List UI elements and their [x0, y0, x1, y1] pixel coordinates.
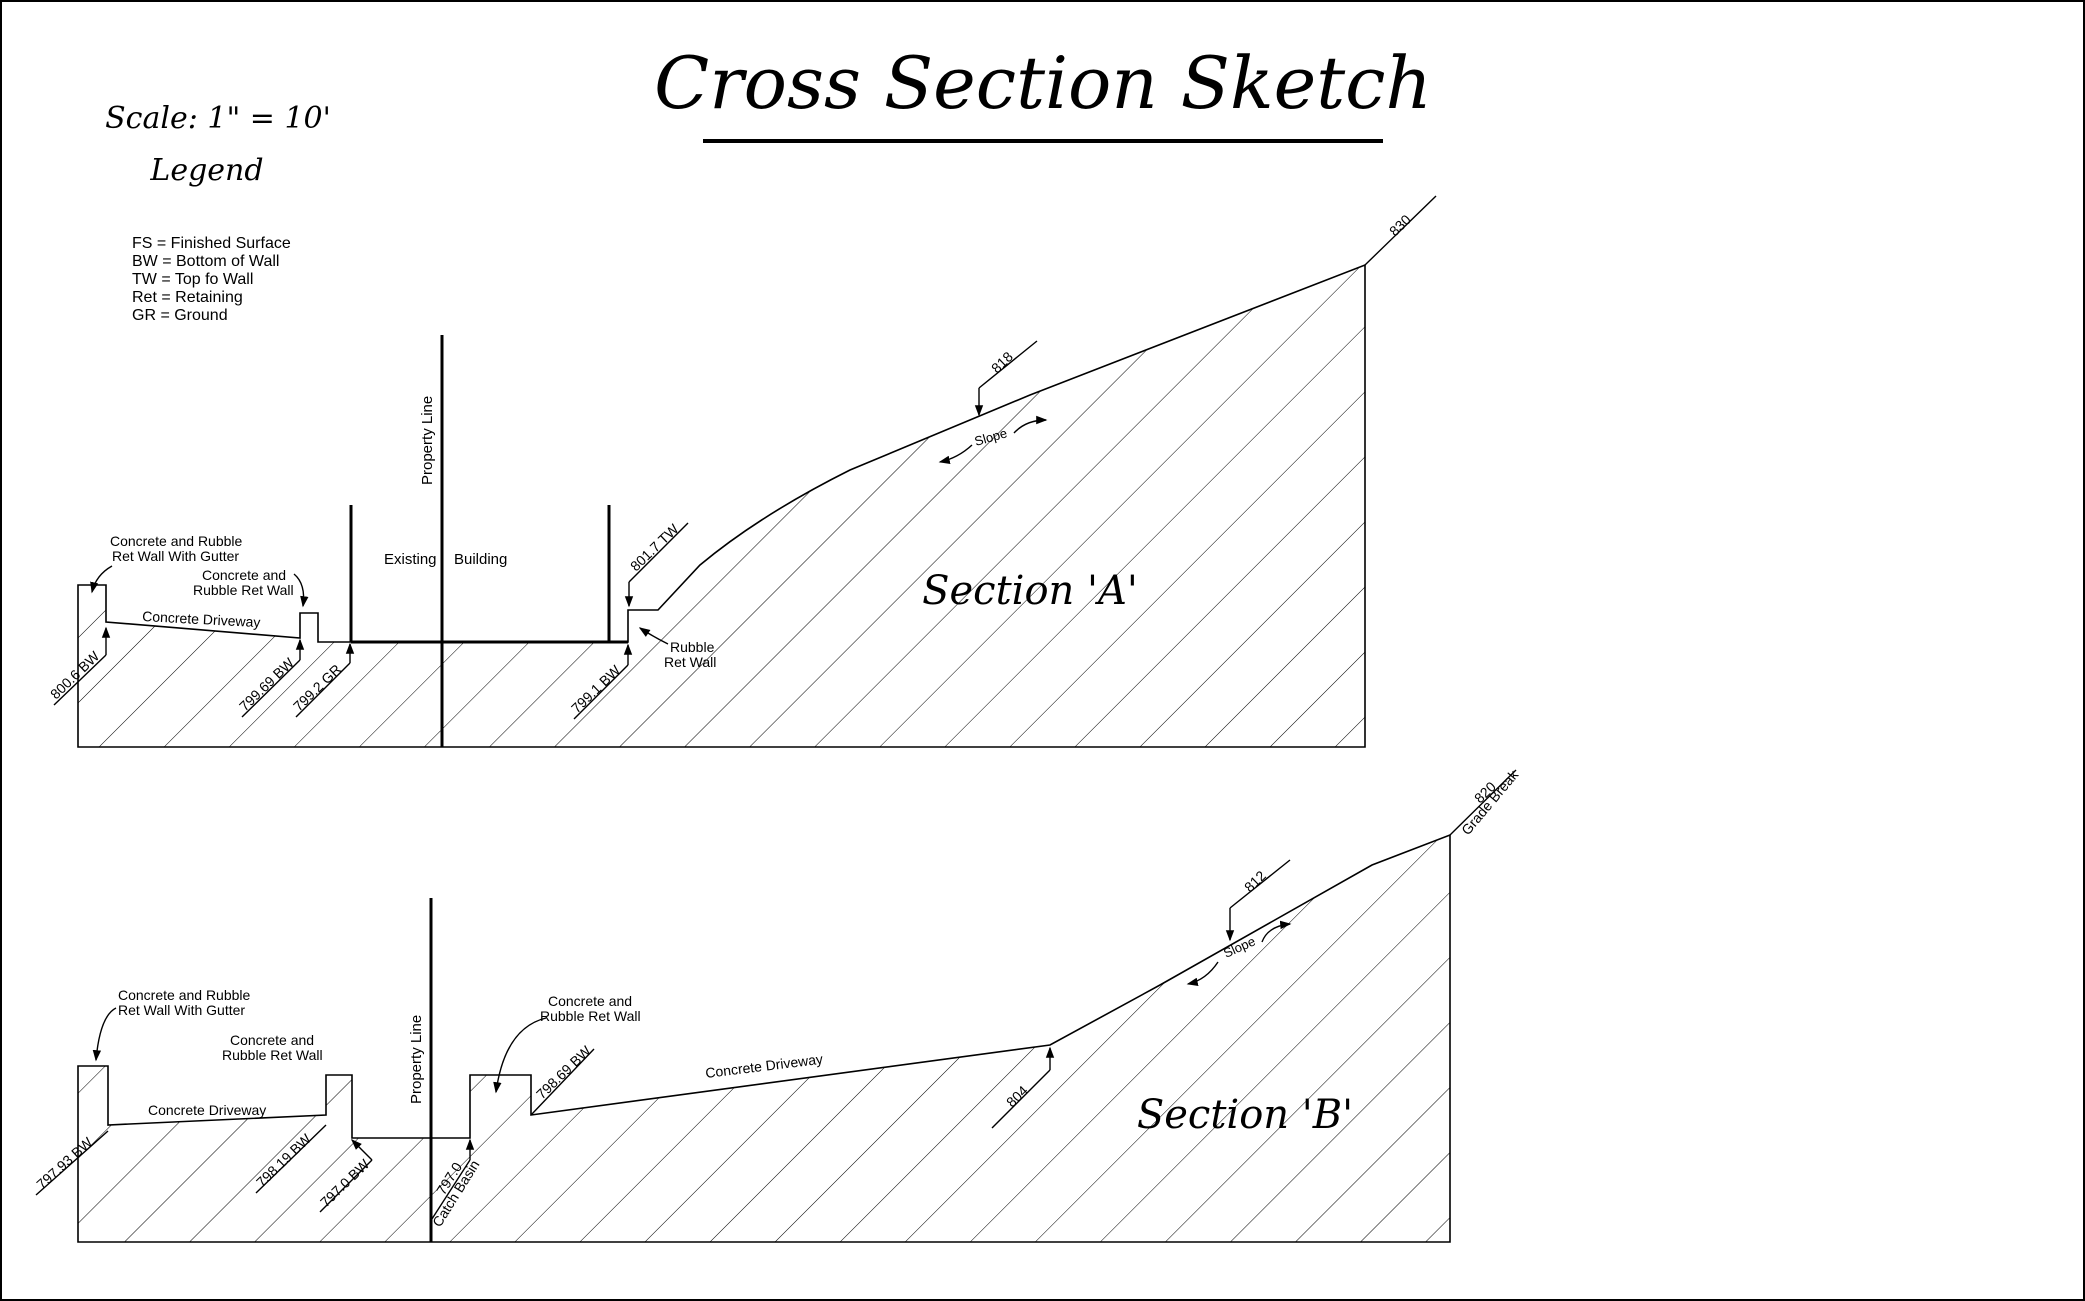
elevation-leader: [351, 1139, 373, 1161]
slope-arrow: [1013, 415, 1048, 434]
section-a-ground: [77, 263, 1366, 748]
wall-gutter-label: Concrete and Rubble: [110, 533, 243, 549]
section-b-ground: [77, 833, 1451, 1243]
building-label: Building: [454, 551, 507, 568]
elevation-leader: [1449, 769, 1517, 836]
page-title: Cross Section Sketch: [654, 41, 1432, 125]
section-a-title: Section 'A': [922, 568, 1138, 614]
elevation-leader: [628, 522, 689, 583]
elevation-leader: [991, 1069, 1051, 1129]
property-line-label: Property Line: [408, 1015, 425, 1104]
wall-ret-label: Rubble Ret Wall: [193, 582, 294, 598]
wall-gutter-label: Concrete and Rubble: [118, 987, 251, 1003]
slope-arrow: [938, 444, 973, 464]
wall-ret-label: Concrete and: [202, 567, 286, 583]
elevation-leader: [1364, 195, 1437, 266]
elevation-818: 818: [988, 348, 1016, 376]
driveway-label: Concrete Driveway: [142, 608, 261, 630]
elevation-leader: [319, 1159, 373, 1213]
wall-ret-label: Rubble Ret Wall: [222, 1047, 323, 1063]
leader-line: [90, 565, 113, 594]
legend-list: FS = Finished Surface BW = Bottom of Wal…: [132, 235, 291, 324]
elevation-leader: [241, 659, 301, 718]
elevation-leader: [1229, 859, 1291, 909]
wall-gutter-label: Ret Wall With Gutter: [112, 548, 239, 564]
elevation-leader: [295, 662, 351, 718]
section-a: Property Line Existing Building Concrete…: [47, 195, 1437, 748]
section-b: Property Line Concrete and Rubble Ret Wa…: [33, 766, 1522, 1243]
elevation-leader: [530, 1048, 595, 1116]
legend-item: BW = Bottom of Wall: [132, 253, 279, 270]
slope-arrow: [1186, 961, 1219, 986]
wall-ret-label: Concrete and: [230, 1032, 314, 1048]
leader-line: [92, 1007, 117, 1062]
elevation-812: 812: [1241, 867, 1269, 895]
elevation-leader: [53, 654, 107, 706]
slope-arrow: [1261, 920, 1292, 943]
elevation-leader: [35, 1130, 109, 1196]
elevation-798-69: 798.69 BW: [533, 1042, 595, 1102]
driveway-label: Concrete Driveway: [148, 1102, 266, 1118]
legend-item: TW = Top fo Wall: [132, 271, 253, 288]
rubble-label: Rubble: [670, 639, 715, 655]
elevation-830: 830: [1386, 211, 1414, 239]
scale-label: Scale: 1" = 10': [105, 101, 331, 136]
elevation-leader: [429, 1159, 471, 1223]
elevation-leader: [255, 1124, 327, 1194]
rubble-label: Ret Wall: [664, 654, 716, 670]
elevation-leader: [573, 664, 629, 720]
legend-item: FS = Finished Surface: [132, 235, 291, 252]
existing-label: Existing: [384, 551, 437, 568]
legend-heading: Legend: [149, 153, 263, 188]
wall-ret2-label: Concrete and: [548, 993, 632, 1009]
leader-line: [493, 1017, 547, 1094]
wall-gutter-label: Ret Wall With Gutter: [118, 1002, 245, 1018]
section-b-title: Section 'B': [1137, 1092, 1353, 1138]
elevation-801-7: 801.7 TW: [627, 520, 682, 574]
property-line-label: Property Line: [419, 396, 436, 485]
leader-line: [638, 627, 669, 645]
grade-break-label: Grade Break: [1458, 766, 1522, 838]
leader-line: [293, 573, 309, 608]
legend-item: GR = Ground: [132, 307, 228, 324]
driveway-label: Concrete Driveway: [704, 1051, 823, 1081]
wall-ret2-label: Rubble Ret Wall: [540, 1008, 641, 1024]
legend-item: Ret = Retaining: [132, 289, 243, 306]
elevation-leader: [978, 340, 1038, 389]
